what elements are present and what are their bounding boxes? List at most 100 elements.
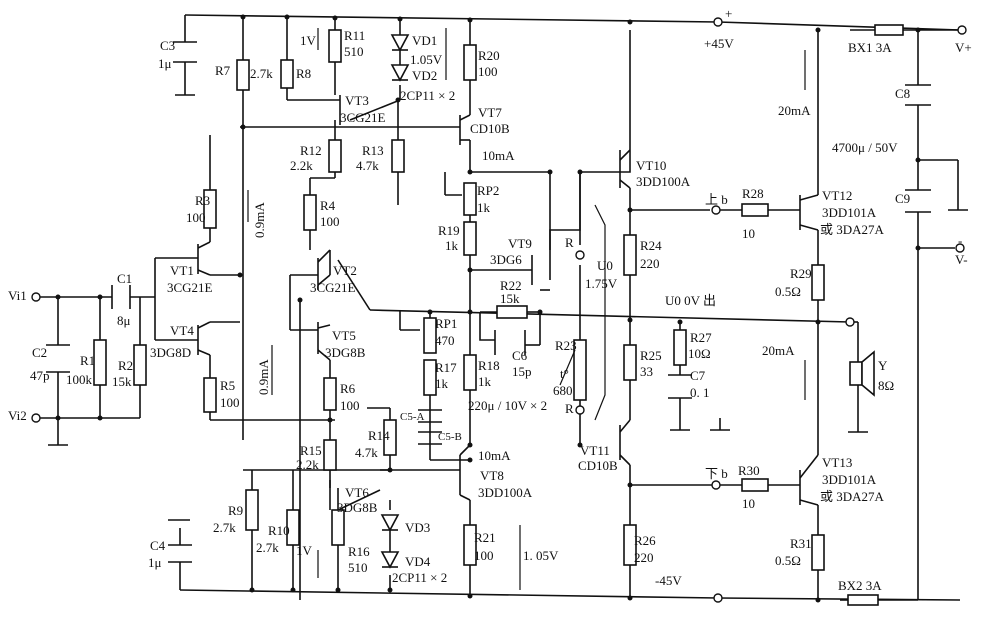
r5-ref: R5 [220, 378, 235, 393]
vt2-ref: VT2 [333, 263, 357, 278]
vt10-ref: VT10 [636, 158, 666, 173]
r1-ref: R1 [80, 353, 95, 368]
r26-value: 220 [634, 550, 654, 565]
fuse1-label: BX1 3A [848, 40, 892, 55]
c5b-ref: C5-B [438, 431, 462, 443]
c8-value: 4700μ / 50V [832, 140, 898, 155]
r4-value: 100 [320, 214, 340, 229]
r27-ref: R27 [690, 330, 712, 345]
r28-value: 10 [742, 226, 755, 241]
r24-value: 220 [640, 256, 660, 271]
c3-value: 1μ [158, 56, 172, 71]
vt12-type: 3DD101A [822, 205, 877, 220]
output-0v-label: U0 0V 出 [665, 293, 716, 308]
labels: + +45V -45V BX1 3A BX2 3A V+ V- - Vi1 Vi… [8, 6, 972, 593]
c5a-ref: C5-A [400, 411, 425, 423]
vd2-ref: VD2 [412, 68, 437, 83]
vt5-type: 3DG8B [325, 345, 366, 360]
r15-ref: R15 [300, 443, 322, 458]
r4-ref: R4 [320, 198, 336, 213]
out-pos-label: V+ [955, 40, 972, 55]
r7-value: 2.7k [250, 66, 273, 81]
r8-ref: R8 [296, 66, 311, 81]
r14-value: 4.7k [355, 445, 378, 460]
vt13-type: 3DD101A [822, 472, 877, 487]
r18-value: 1k [478, 374, 492, 389]
current-20ma-a: 20mA [778, 103, 811, 118]
c1-value: 8μ [117, 313, 131, 328]
r13-ref: R13 [362, 143, 384, 158]
r28-ref: R28 [742, 186, 764, 201]
r16-value: 510 [348, 560, 368, 575]
vt10-type: 3DD100A [636, 174, 691, 189]
r19-value: 1k [445, 238, 459, 253]
vt9-type: 3DG6 [490, 252, 522, 267]
c4-ref: C4 [150, 538, 166, 553]
vt12-alt: 或 3DA27A [820, 222, 885, 237]
r6-ref: R6 [340, 381, 356, 396]
annotation-arrows [247, 28, 806, 590]
r6-value: 100 [340, 398, 360, 413]
vt3-type: 3CG21E [340, 110, 386, 125]
c3-ref: C3 [160, 38, 175, 53]
c1-ref: C1 [117, 271, 132, 286]
vd4-ref: VD4 [405, 554, 431, 569]
input2-label: Vi2 [8, 408, 27, 423]
r21-value: 100 [474, 548, 494, 563]
vt4-ref: VT4 [170, 323, 194, 338]
capacitor-plates [46, 41, 931, 563]
out-neg-label: V- [955, 252, 968, 267]
speaker-ref: Y [878, 358, 888, 373]
r29-value: 0.5Ω [775, 284, 801, 299]
vd1-ref: VD1 [412, 33, 437, 48]
c2-ref: C2 [32, 345, 47, 360]
r31-value: 0.5Ω [775, 553, 801, 568]
r-down-label: R [565, 401, 574, 416]
c9-ref: C9 [895, 191, 910, 206]
vt4-type: 3DG8D [150, 345, 191, 360]
r10-value: 2.7k [256, 540, 279, 555]
r17-ref: R17 [435, 360, 457, 375]
r20-ref: R20 [478, 48, 500, 63]
current-10ma-a: 10mA [482, 148, 515, 163]
thermistor-symbol: t° [560, 366, 569, 381]
r3-ref: R3 [195, 193, 210, 208]
c7-ref: C7 [690, 368, 706, 383]
minus-sign: - [958, 233, 962, 248]
r-up-label: R [565, 235, 574, 250]
r21-ref: R21 [474, 530, 496, 545]
rp2-ref: RP2 [477, 183, 499, 198]
r9-ref: R9 [228, 503, 243, 518]
rp2-value: 1k [477, 200, 491, 215]
r10-ref: R10 [268, 523, 290, 538]
vt12-ref: VT12 [822, 188, 852, 203]
pos-supply-label: +45V [704, 36, 734, 51]
transistor-bars [197, 95, 819, 510]
r12-ref: R12 [300, 143, 322, 158]
neg-supply-label: -45V [655, 573, 682, 588]
r24-ref: R24 [640, 238, 662, 253]
vt5-ref: VT5 [332, 328, 356, 343]
vt13-ref: VT13 [822, 455, 852, 470]
r20-value: 100 [478, 64, 498, 79]
current-10ma-b: 10mA [478, 448, 511, 463]
vt2-type: 3CG21E [310, 280, 356, 295]
r12-value: 2.2k [290, 158, 313, 173]
c7-value: 0. 1 [690, 385, 710, 400]
r17-value: 1k [435, 376, 449, 391]
uo-label: U0 [597, 258, 613, 273]
r29-ref: R29 [790, 266, 812, 281]
r27-value: 10Ω [688, 346, 711, 361]
r23-value: 680 [553, 383, 573, 398]
r26-ref: R26 [634, 533, 656, 548]
r31-ref: R31 [790, 536, 812, 551]
vt8-ref: VT8 [480, 468, 504, 483]
current-20ma-b: 20mA [762, 343, 795, 358]
vt11-type: CD10B [578, 458, 618, 473]
r13-value: 4.7k [356, 158, 379, 173]
vt11-ref: VT11 [580, 443, 610, 458]
lower-base-label: 下 b [705, 466, 728, 481]
vt1-type: 3CG21E [167, 280, 213, 295]
vt6-type: 3DG8B [337, 500, 378, 515]
r7-ref: R7 [215, 63, 231, 78]
